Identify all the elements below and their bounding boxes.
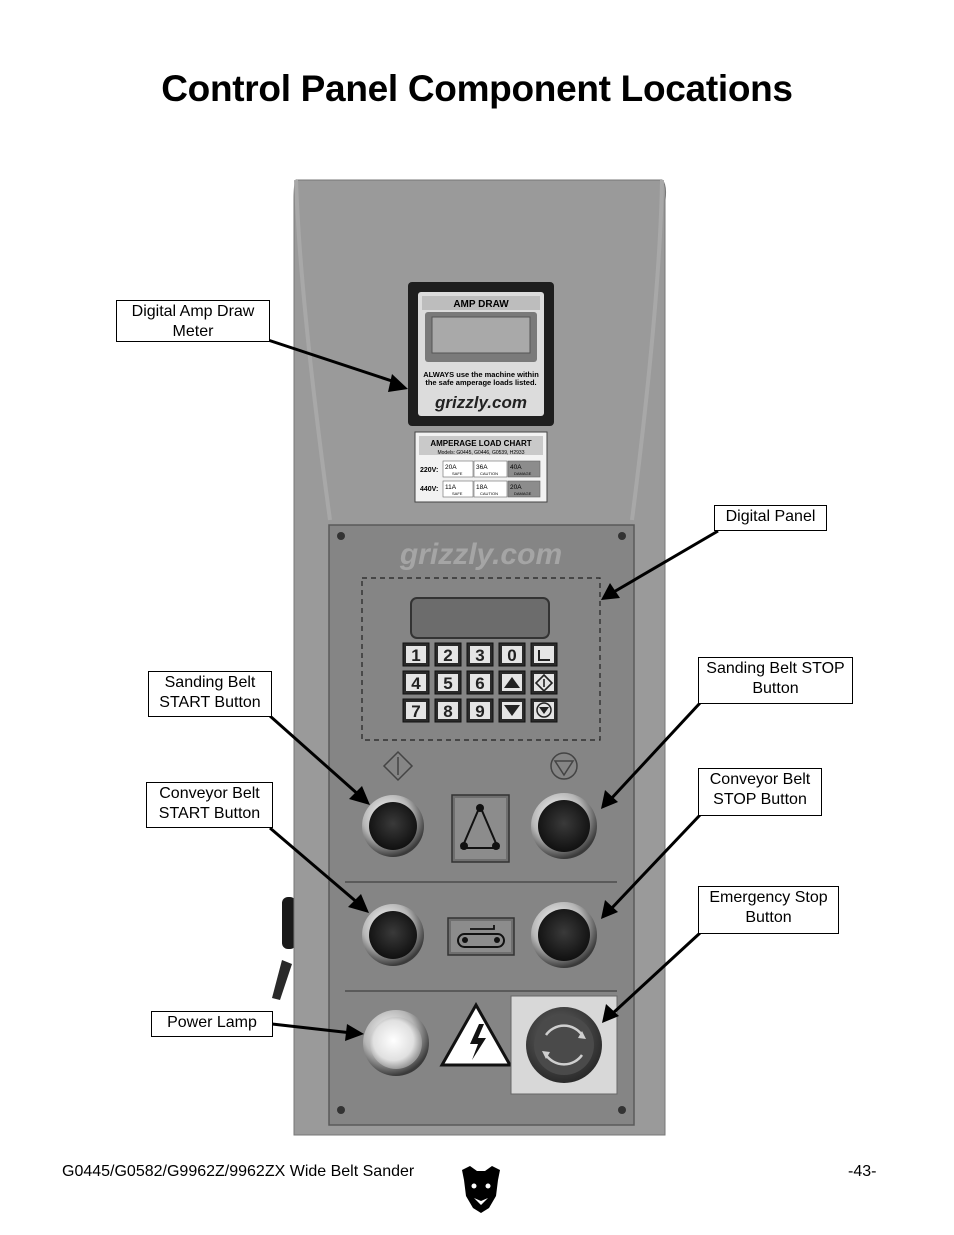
callout-amp-meter: Digital Amp Draw Meter (116, 300, 270, 342)
meter-brand: grizzly.com (434, 393, 527, 412)
amp-draw-meter: AMP DRAW ALWAYS use the machine within t… (408, 282, 554, 426)
svg-text:7: 7 (411, 702, 420, 721)
chart-models: Models: G0445, G0446, G0539, H2933 (437, 450, 524, 456)
meter-warning-1: ALWAYS use the machine within (423, 370, 539, 379)
keypad-key[interactable]: 3 (466, 642, 494, 667)
svg-text:1: 1 (411, 646, 420, 665)
start-symbol-icon (382, 750, 414, 782)
svg-text:9: 9 (475, 702, 484, 721)
sanding-belt-icon (451, 794, 510, 863)
row-440-damage-label: DAMAGE (514, 491, 532, 496)
keypad-enter-icon[interactable] (530, 642, 558, 667)
footer-model: G0445/G0582/G9962Z/9962ZX Wide Belt Sand… (62, 1163, 415, 1180)
power-lamp (363, 1010, 429, 1076)
keypad-key[interactable]: 9 (466, 698, 494, 723)
row-220-caution: 36A (476, 464, 488, 471)
page-title: Control Panel Component Locations (161, 68, 793, 109)
row-440-safe-label: SAFE (452, 491, 463, 496)
conveyor-belt-start-button[interactable] (362, 904, 424, 966)
row-220-caution-label: CAUTION (480, 471, 498, 476)
panel-brand: grizzly.com (399, 538, 562, 571)
row-440-caution-label: CAUTION (480, 491, 498, 496)
keypad-key[interactable]: 5 (434, 670, 462, 695)
row-440-safe: 11A (445, 484, 457, 491)
conveyor-belt-icon (447, 917, 515, 956)
row-220-voltage: 220V: (420, 467, 438, 474)
keypad-start-icon[interactable] (530, 670, 558, 695)
sanding-belt-start-button[interactable] (362, 795, 424, 857)
keypad-stop-icon[interactable] (530, 698, 558, 723)
bear-logo (462, 1166, 500, 1213)
row-440-caution: 18A (476, 484, 488, 491)
keypad-down-arrow-icon[interactable] (498, 698, 526, 723)
emergency-stop-button[interactable] (510, 995, 618, 1095)
sanding-belt-stop-button[interactable] (531, 793, 597, 859)
callout-emergency-stop: Emergency Stop Button (698, 886, 839, 934)
keypad-key[interactable]: 7 (402, 698, 430, 723)
svg-text:8: 8 (443, 702, 452, 721)
svg-text:5: 5 (443, 674, 452, 693)
keypad-key[interactable]: 6 (466, 670, 494, 695)
footer-page-number: -43- (848, 1163, 877, 1180)
row-220-damage-label: DAMAGE (514, 471, 532, 476)
amperage-load-chart: AMPERAGE LOAD CHART Models: G0445, G0446… (414, 431, 548, 503)
svg-text:0: 0 (507, 646, 516, 665)
callout-arrows (267, 338, 719, 1041)
row-220-damage: 40A (510, 464, 522, 471)
row-220-safe-label: SAFE (452, 471, 463, 476)
callout-sanding-stop: Sanding Belt STOP Button (698, 657, 853, 704)
svg-text:4: 4 (411, 674, 421, 693)
row-220-safe: 20A (445, 464, 457, 471)
keypad-key[interactable]: 8 (434, 698, 462, 723)
conveyor-belt-stop-button[interactable] (531, 902, 597, 968)
svg-text:2: 2 (443, 646, 452, 665)
callout-power-lamp: Power Lamp (151, 1011, 273, 1037)
keypad-key[interactable]: 0 (498, 642, 526, 667)
callout-conveyor-start: Conveyor Belt START Button (146, 782, 273, 828)
callout-conveyor-stop: Conveyor Belt STOP Button (698, 768, 822, 816)
keypad-up-arrow-icon[interactable] (498, 670, 526, 695)
svg-text:6: 6 (475, 674, 484, 693)
keypad: 1 2 3 0 4 5 6 7 8 9 (402, 642, 558, 723)
keypad-key[interactable]: 1 (402, 642, 430, 667)
stop-symbol-icon (550, 752, 578, 780)
row-440-voltage: 440V: (420, 486, 438, 493)
svg-text:3: 3 (475, 646, 484, 665)
callout-sanding-start: Sanding Belt START Button (148, 671, 272, 717)
keypad-key[interactable]: 4 (402, 670, 430, 695)
keypad-key[interactable]: 2 (434, 642, 462, 667)
chart-title: AMPERAGE LOAD CHART (430, 439, 531, 448)
meter-heading: AMP DRAW (453, 299, 509, 310)
row-440-damage: 20A (510, 484, 522, 491)
high-voltage-warning-icon (439, 1001, 513, 1067)
side-handle (272, 897, 296, 1000)
meter-warning-2: the safe amperage loads listed. (425, 378, 536, 387)
callout-digital-panel: Digital Panel (714, 505, 827, 531)
